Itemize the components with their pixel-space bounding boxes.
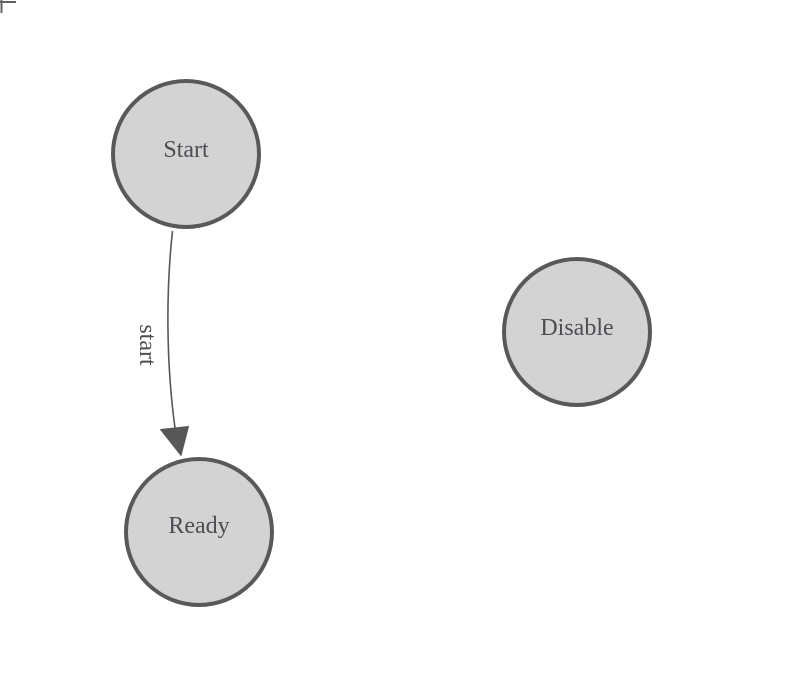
state-node-start[interactable]: Start (111, 79, 261, 229)
state-circle-ready[interactable] (124, 457, 274, 607)
state-node-ready[interactable]: Ready (124, 457, 274, 607)
transition-start-ready[interactable]: start (134, 230, 189, 456)
transition-path[interactable] (167, 230, 176, 429)
state-circle-disable[interactable] (502, 257, 652, 407)
state-node-disable[interactable]: Disable (502, 257, 652, 407)
origin-corner-icon (0, 0, 16, 13)
transition-arrowhead-icon (160, 426, 189, 456)
state-circle-start[interactable] (111, 79, 261, 229)
transition-label: start (134, 324, 160, 366)
canvas-origin-mark (0, 0, 16, 13)
